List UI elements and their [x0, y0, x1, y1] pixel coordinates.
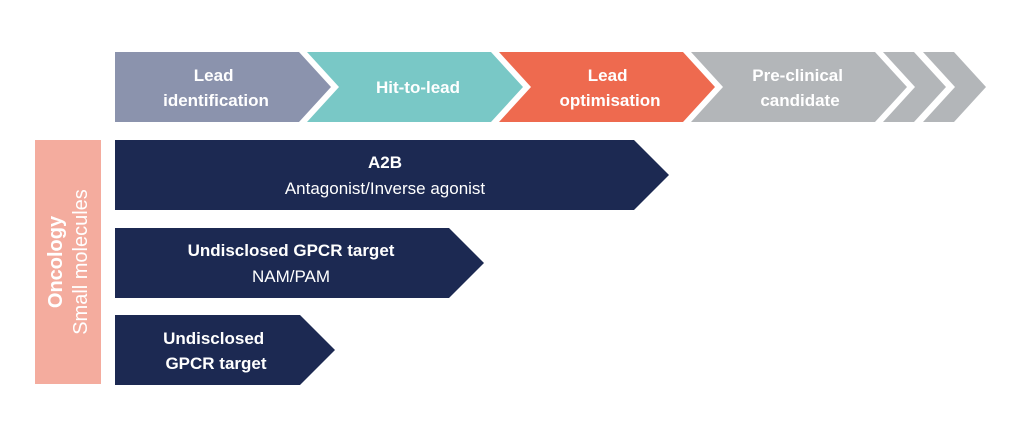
program-undisclosed-gpcr-nam-pam-title: Undisclosed GPCR target [188, 241, 395, 260]
extension-chevron-1 [883, 52, 946, 122]
stage-hit-to-lead-arrow [307, 52, 523, 122]
stage-pre-clinical-candidate-label: Pre-clinical candidate [752, 66, 847, 110]
therapy-area-label: Oncology Small molecules [35, 140, 101, 384]
program-a2b-subtitle: Antagonist/Inverse agonist [285, 179, 486, 198]
program-a2b-bar [115, 140, 669, 210]
stage-lead-optimisation-arrow [499, 52, 715, 122]
therapy-area-title: Oncology [45, 215, 67, 308]
stage-hit-to-lead-label: Hit-to-lead [376, 78, 460, 97]
program-rows: A2B Antagonist/Inverse agonist Undisclos… [115, 140, 669, 385]
program-undisclosed-gpcr-title: Undisclosed GPCR target [163, 329, 269, 373]
program-a2b-title: A2B [368, 153, 402, 172]
therapy-area-block [35, 140, 101, 384]
program-undisclosed-gpcr-nam-pam-bar [115, 228, 484, 298]
extension-chevron-2 [923, 52, 986, 122]
stage-pre-clinical-candidate-arrow [691, 52, 907, 122]
program-undisclosed-gpcr-nam-pam-subtitle: NAM/PAM [252, 267, 330, 286]
stage-lead-optimisation-label: Lead optimisation [559, 66, 660, 110]
stage-lead-identification-label: Lead identification [163, 66, 269, 110]
therapy-area-subtitle: Small molecules [70, 189, 92, 335]
program-undisclosed-gpcr-bar [115, 315, 335, 385]
stage-header: Lead identification Hit-to-lead Lead opt… [115, 52, 986, 122]
stage-lead-identification-arrow [115, 52, 331, 122]
